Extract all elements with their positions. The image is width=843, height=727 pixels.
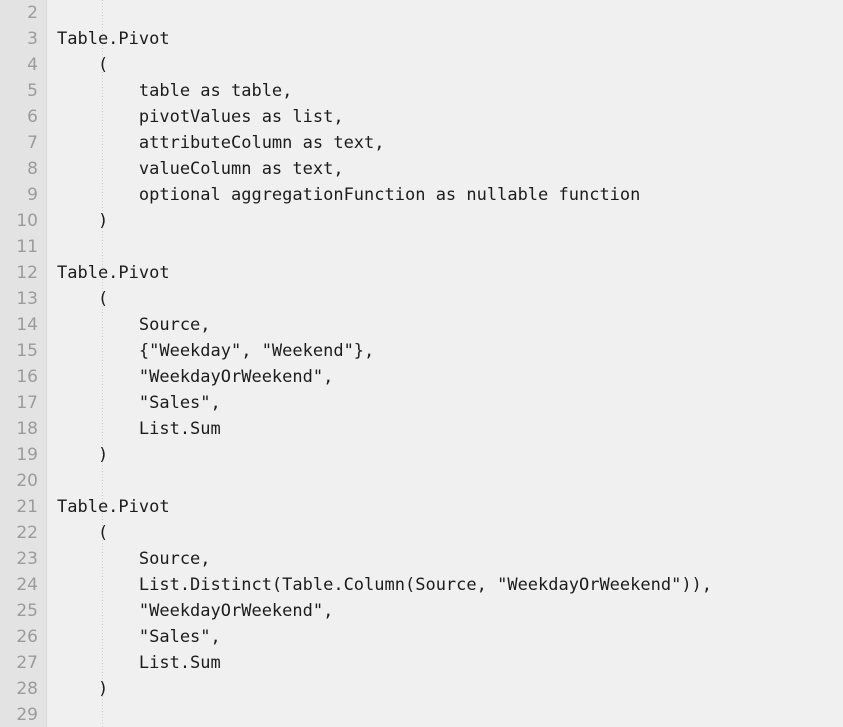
code-line[interactable]: table as table,	[57, 81, 293, 101]
line-number: 17	[16, 393, 38, 413]
code-line[interactable]: "Sales",	[57, 627, 221, 647]
line-number: 27	[16, 653, 38, 673]
line-number: 18	[16, 419, 38, 439]
code-line[interactable]: List.Distinct(Table.Column(Source, "Week…	[57, 575, 713, 595]
line-number: 28	[16, 679, 38, 699]
line-number: 6	[27, 107, 38, 127]
code-line[interactable]: "WeekdayOrWeekend",	[57, 367, 334, 387]
code-line[interactable]: )	[57, 445, 109, 465]
line-number: 20	[16, 471, 38, 491]
code-line[interactable]: Table.Pivot	[57, 263, 170, 283]
line-number: 9	[27, 185, 38, 205]
line-number: 24	[16, 575, 38, 595]
line-number: 4	[27, 55, 38, 75]
line-number: 25	[16, 601, 38, 621]
code-line[interactable]: "WeekdayOrWeekend",	[57, 601, 334, 621]
code-line[interactable]: optional aggregationFunction as nullable…	[57, 185, 641, 205]
code-line[interactable]: valueColumn as text,	[57, 159, 344, 179]
line-number: 11	[16, 237, 38, 257]
line-number: 23	[16, 549, 38, 569]
line-number: 19	[16, 445, 38, 465]
code-line[interactable]	[47, 468, 843, 494]
line-number: 7	[27, 133, 38, 153]
line-number: 14	[16, 315, 38, 335]
code-line[interactable]: (	[57, 55, 109, 75]
code-line[interactable]: )	[57, 679, 109, 699]
line-number: 15	[16, 341, 38, 361]
code-line[interactable]: List.Sum	[57, 419, 221, 439]
line-number: 22	[16, 523, 38, 543]
line-number: 10	[16, 211, 38, 231]
line-number: 13	[16, 289, 38, 309]
code-line[interactable]: "Sales",	[57, 393, 221, 413]
line-number: 26	[16, 627, 38, 647]
line-number: 16	[16, 367, 38, 387]
code-content-area[interactable]: Table.Pivot ( table as table, pivotValue…	[47, 0, 843, 727]
line-number: 29	[16, 705, 38, 725]
line-number: 2	[27, 3, 38, 23]
line-number: 5	[27, 81, 38, 101]
code-line[interactable]: Table.Pivot	[57, 29, 170, 49]
line-number: 21	[16, 497, 38, 517]
code-line[interactable]: Source,	[57, 315, 211, 335]
code-line[interactable]	[47, 234, 843, 260]
code-line[interactable]: {"Weekday", "Weekend"},	[57, 341, 375, 361]
code-line[interactable]	[47, 702, 843, 727]
code-line[interactable]: Source,	[57, 549, 211, 569]
code-line[interactable]: (	[57, 289, 109, 309]
code-line[interactable]	[47, 0, 843, 26]
line-number: 3	[27, 29, 38, 49]
line-number: 8	[27, 159, 38, 179]
code-line[interactable]: (	[57, 523, 109, 543]
code-line[interactable]: Table.Pivot	[57, 497, 170, 517]
code-line[interactable]: attributeColumn as text,	[57, 133, 385, 153]
code-line[interactable]: List.Sum	[57, 653, 221, 673]
code-line[interactable]: )	[57, 211, 109, 231]
line-number: 12	[16, 263, 38, 283]
code-line[interactable]: pivotValues as list,	[57, 107, 344, 127]
